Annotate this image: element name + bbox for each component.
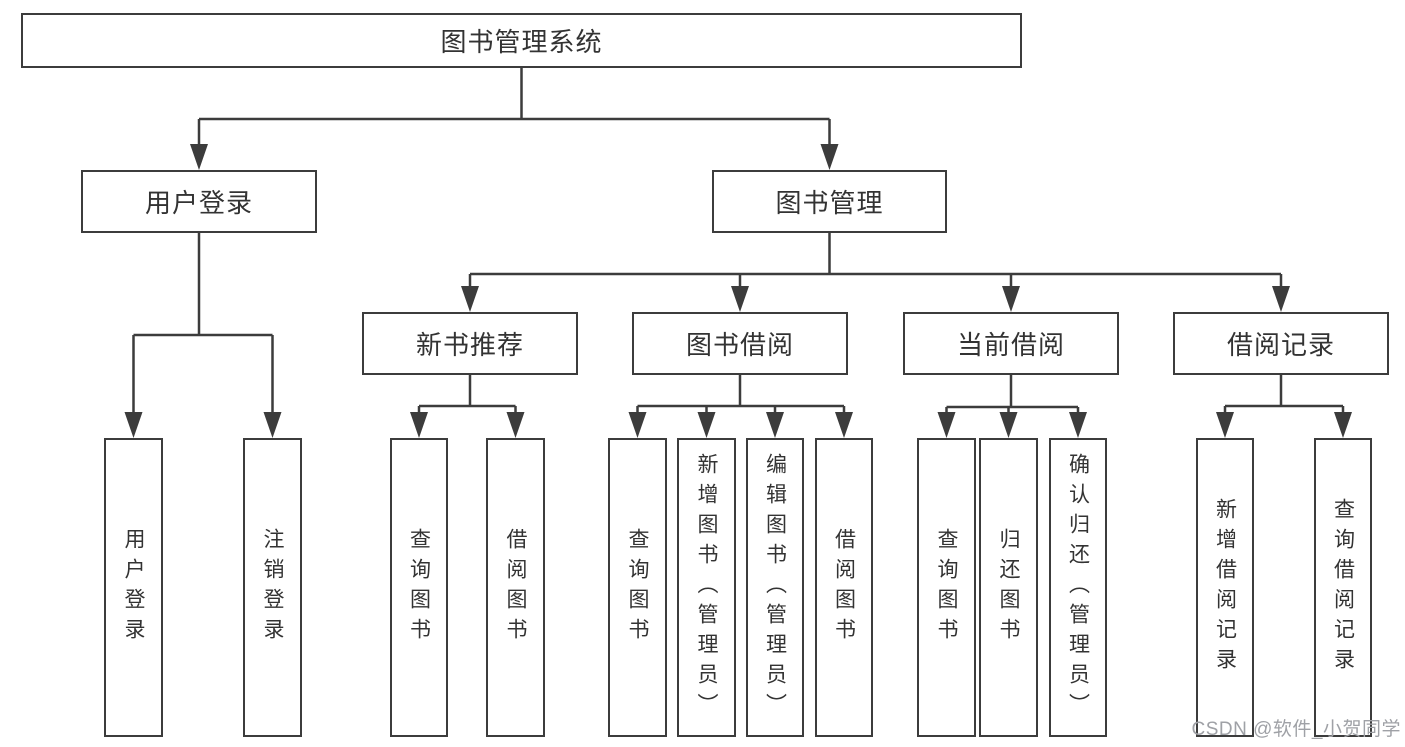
leaf-user-login: 用户登录 [104, 438, 163, 737]
node-label: 查询借阅记录 [1331, 497, 1355, 678]
leaf-add-borrow-record: 新增借阅记录 [1196, 438, 1254, 737]
node-book-management: 图书管理 [712, 170, 947, 233]
node-label: 查询图书 [407, 527, 431, 648]
node-user-login-branch: 用户登录 [81, 170, 317, 233]
node-label: 当前借阅 [956, 330, 1065, 360]
csdn-watermark: CSDN @软件_小贺同学 [1191, 719, 1401, 740]
node-borrowing-records: 借阅记录 [1173, 312, 1389, 375]
leaf-return-book: 归还图书 [979, 438, 1038, 737]
leaf-edit-book-admin: 编辑图书（管理员） [746, 438, 804, 737]
leaf-logout: 注销登录 [243, 438, 302, 737]
node-current-borrowing: 当前借阅 [903, 312, 1119, 375]
leaf-query-borrow-record: 查询借阅记录 [1314, 438, 1372, 737]
node-label: 新书推荐 [415, 330, 524, 360]
node-label: 查询图书 [626, 527, 649, 648]
arrowheads [124, 144, 1352, 438]
node-label: 借阅记录 [1226, 330, 1335, 360]
node-label: 编辑图书（管理员） [763, 452, 787, 723]
leaf-query-books-recommend: 查询图书 [390, 438, 448, 737]
leaf-query-books-borrowing: 查询图书 [608, 438, 667, 737]
node-label: 新增图书（管理员） [695, 452, 718, 723]
leaf-borrow-books-recommend: 借阅图书 [486, 438, 545, 737]
node-label: 确认归还（管理员） [1066, 452, 1090, 723]
node-label: 查询图书 [935, 527, 958, 648]
leaf-confirm-return-admin: 确认归还（管理员） [1049, 438, 1107, 737]
node-label: 注销登录 [261, 527, 284, 648]
node-label: 用户登录 [144, 188, 253, 218]
node-label: 图书借阅 [685, 330, 794, 360]
leaf-query-books-current: 查询图书 [917, 438, 976, 737]
connector-path [132, 68, 1345, 418]
leaf-add-book-admin: 新增图书（管理员） [677, 438, 736, 737]
node-library-system: 图书管理系统 [21, 13, 1022, 68]
node-label: 新增借阅记录 [1213, 497, 1237, 678]
node-label: 归还图书 [997, 527, 1020, 648]
node-label: 用户登录 [122, 527, 145, 648]
leaf-borrow-books: 借阅图书 [815, 438, 873, 737]
node-new-book-recommend: 新书推荐 [362, 312, 578, 375]
node-label: 借阅图书 [832, 527, 856, 648]
node-label: 借阅图书 [504, 527, 527, 648]
node-label: 图书管理 [775, 188, 884, 218]
node-book-borrowing: 图书借阅 [632, 312, 848, 375]
node-label: 图书管理系统 [440, 27, 603, 57]
